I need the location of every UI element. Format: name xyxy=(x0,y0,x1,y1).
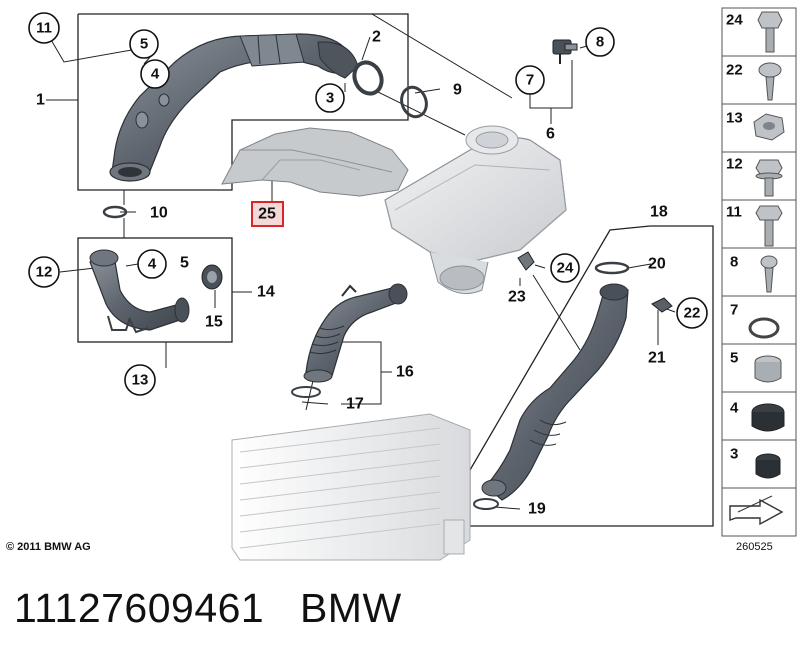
sidebar-item-24: 24 xyxy=(726,11,783,53)
svg-text:12: 12 xyxy=(726,156,743,173)
arrow-symbol-icon xyxy=(729,495,784,526)
svg-text:3: 3 xyxy=(730,446,738,463)
ring-17 xyxy=(291,386,321,398)
shield-part-25 xyxy=(221,127,409,197)
svg-text:4: 4 xyxy=(148,256,157,273)
part-number: 11127609461 xyxy=(14,585,265,631)
sensor-21 xyxy=(651,297,673,313)
callout-13: 13 xyxy=(124,364,156,396)
svg-text:11: 11 xyxy=(36,20,52,37)
svg-text:4: 4 xyxy=(151,66,160,83)
hose-13 xyxy=(89,249,190,334)
brand-name: BMW xyxy=(299,585,402,631)
svg-text:15: 15 xyxy=(205,314,223,331)
svg-text:14: 14 xyxy=(257,284,275,301)
copyright-text: © 2011 BMW AG xyxy=(6,541,91,553)
svg-text:7: 7 xyxy=(526,72,534,89)
svg-text:24: 24 xyxy=(557,260,574,277)
ring-10 xyxy=(102,205,128,219)
svg-text:12: 12 xyxy=(36,264,53,281)
grommet-15 xyxy=(201,264,223,290)
callout-3: 3 xyxy=(315,83,345,113)
sidebar-item-7: 7 xyxy=(730,302,780,339)
svg-text:6: 6 xyxy=(546,126,555,143)
svg-text:20: 20 xyxy=(648,256,666,273)
svg-text:7: 7 xyxy=(730,302,738,319)
sidebar-item-11: 11 xyxy=(726,204,783,247)
svg-text:9: 9 xyxy=(453,82,462,99)
callout-7: 7 xyxy=(515,65,545,95)
svg-text:24: 24 xyxy=(726,12,743,29)
clamp-ring-2 xyxy=(352,60,384,96)
callout-24: 24 xyxy=(550,253,580,283)
svg-text:10: 10 xyxy=(150,205,168,222)
sensor-7 xyxy=(552,39,578,64)
ring-19 xyxy=(473,498,499,510)
callouts: 11 5 4 3 8 7 12 4 13 24 22 2 1 9 6 10 5 … xyxy=(28,12,708,518)
callout-12: 12 xyxy=(28,256,60,288)
sidebar-item-8: 8 xyxy=(730,254,778,293)
callout-25-highlight: 25 xyxy=(251,201,284,227)
callout-5a: 5 xyxy=(129,29,159,59)
svg-text:4: 4 xyxy=(730,400,739,417)
svg-text:17: 17 xyxy=(346,396,364,413)
svg-text:1: 1 xyxy=(36,92,45,109)
intercooler xyxy=(231,413,471,561)
sidebar-item-5: 5 xyxy=(730,350,782,383)
svg-text:5: 5 xyxy=(730,350,738,367)
clamp-ring-9 xyxy=(400,85,428,119)
svg-text:23: 23 xyxy=(508,289,526,306)
sidebar-item-12: 12 xyxy=(726,156,783,197)
svg-text:8: 8 xyxy=(596,34,604,51)
svg-text:22: 22 xyxy=(684,305,701,322)
svg-text:13: 13 xyxy=(726,110,743,127)
hose-16 xyxy=(303,283,408,383)
sidebar-legend xyxy=(721,7,797,537)
callout-8: 8 xyxy=(585,27,615,57)
callout-11: 11 xyxy=(28,12,60,44)
svg-text:3: 3 xyxy=(326,90,334,107)
svg-text:18: 18 xyxy=(650,204,668,221)
svg-text:22: 22 xyxy=(726,62,743,79)
callout-4b: 4 xyxy=(137,249,167,279)
svg-text:11: 11 xyxy=(726,204,742,221)
svg-text:2: 2 xyxy=(372,29,381,46)
sidebar-item-3: 3 xyxy=(730,446,781,479)
svg-text:16: 16 xyxy=(396,364,414,381)
bracket-23 xyxy=(517,251,535,271)
sidebar-items: 24 22 13 12 11 8 xyxy=(726,11,785,526)
svg-text:19: 19 xyxy=(528,501,546,518)
callout-4a: 4 xyxy=(140,59,170,89)
leader-lines xyxy=(46,13,676,510)
svg-text:13: 13 xyxy=(132,372,149,389)
image-code: 260525 xyxy=(736,541,773,553)
svg-text:21: 21 xyxy=(648,350,666,367)
sidebar-item-22: 22 xyxy=(726,62,782,101)
hose-18 xyxy=(481,283,629,501)
frame-group-top xyxy=(77,13,409,191)
svg-text:25: 25 xyxy=(258,206,276,223)
sidebar-item-13: 13 xyxy=(726,110,785,141)
svg-text:5: 5 xyxy=(180,255,189,272)
air-filter-housing xyxy=(384,125,567,295)
callout-22: 22 xyxy=(676,297,708,329)
ring-20 xyxy=(594,261,630,275)
svg-text:8: 8 xyxy=(730,254,738,271)
svg-text:5: 5 xyxy=(140,36,148,53)
footer: 11127609461 BMW xyxy=(14,585,402,632)
intake-pipe-1 xyxy=(109,33,359,182)
sidebar-item-4: 4 xyxy=(730,400,785,432)
frame-group-left xyxy=(77,237,233,343)
